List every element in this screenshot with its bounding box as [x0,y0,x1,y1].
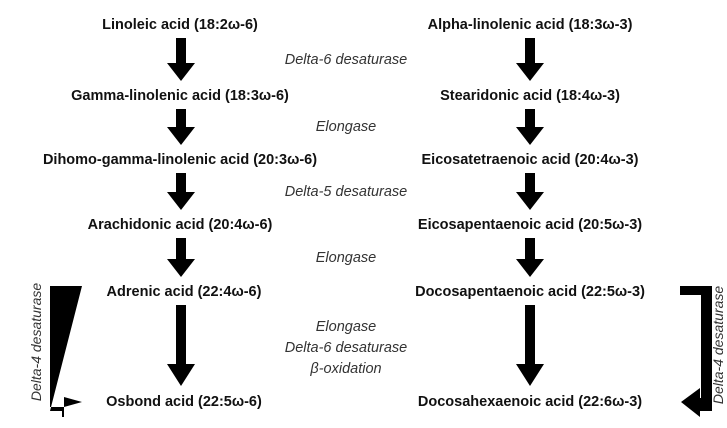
enzyme-delta5-desaturase: Delta-5 desaturase [285,184,408,200]
enzyme-delta6-desaturase-2: Delta-6 desaturase [285,340,408,356]
enzyme-beta-oxidation: β-oxidation [309,361,381,377]
arrow-down-dpa-to-dha [516,305,544,386]
right-bracket-arrow [680,286,712,417]
right-delta4-desaturase-label: Delta-4 desaturase [710,286,726,405]
enzyme-delta6-desaturase: Delta-6 desaturase [285,52,408,68]
arrow-down-gla-to-dgla [167,109,195,145]
dihomo-gamma-linolenic-acid-label: Dihomo-gamma-linolenic acid (20:3ω-6) [43,152,317,168]
left-delta4-desaturase-label: Delta-4 desaturase [28,283,44,402]
alpha-linolenic-acid-label: Alpha-linolenic acid (18:3ω-3) [428,17,633,33]
adrenic-acid-label: Adrenic acid (22:4ω-6) [107,284,262,300]
arachidonic-acid-label: Arachidonic acid (20:4ω-6) [88,217,273,233]
arrow-down-dgla-to-aa [167,173,195,210]
enzyme-elongase-2: Elongase [316,250,376,266]
enzyme-elongase-1: Elongase [316,119,376,135]
arrow-down-adrenic-to-osbond [167,305,195,386]
arrow-down-eta-to-epa [516,173,544,210]
arrow-down-aa-to-adrenic [167,238,195,277]
docosahexaenoic-acid-label: Docosahexaenoic acid (22:6ω-3) [418,394,642,410]
gamma-linolenic-acid-label: Gamma-linolenic acid (18:3ω-6) [71,88,289,104]
left-bracket-arrow [50,286,82,417]
stearidonic-acid-label: Stearidonic acid (18:4ω-3) [440,88,620,104]
osbond-acid-label: Osbond acid (22:5ω-6) [106,394,262,410]
arrow-down-sda-to-eta [516,109,544,145]
arrow-down-la-to-gla [167,38,195,81]
docosapentaenoic-acid-label: Docosapentaenoic acid (22:5ω-3) [415,284,645,300]
arrow-down-epa-to-dpa [516,238,544,277]
arrow-down-ala-to-sda [516,38,544,81]
enzyme-elongase-3: Elongase [316,319,376,335]
eicosatetraenoic-acid-label: Eicosatetraenoic acid (20:4ω-3) [422,152,639,168]
eicosapentaenoic-acid-label: Eicosapentaenoic acid (20:5ω-3) [418,217,642,233]
linoleic-acid-label: Linoleic acid (18:2ω-6) [102,17,258,33]
